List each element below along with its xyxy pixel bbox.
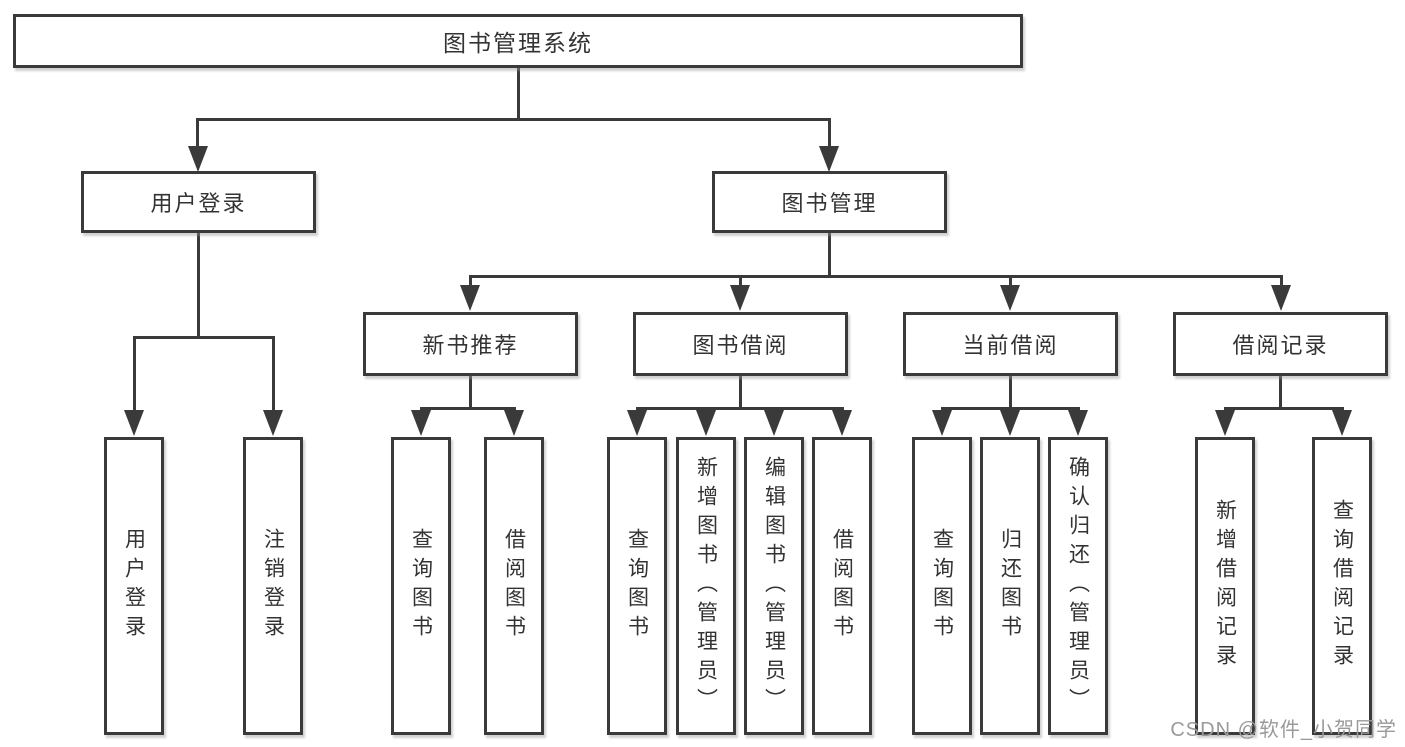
- arrowhead-down-icon: [1271, 285, 1291, 311]
- connector-borrow-records-stem: [1279, 376, 1282, 409]
- node-borrow-records: 借阅记录: [1173, 312, 1388, 376]
- arrowhead-down-icon: [411, 410, 431, 436]
- leaf-logout-login-label: 注销登录: [261, 528, 285, 644]
- arrowhead-down-icon: [124, 410, 144, 436]
- connector-new-book-stem: [469, 376, 472, 409]
- connector-drop-current-borrow: [1009, 275, 1012, 287]
- leaf-return-books: 归还图书: [980, 437, 1040, 735]
- leaf-logout-login: 注销登录: [243, 437, 303, 735]
- leaf-user-login-label: 用户登录: [122, 528, 146, 644]
- leaf-edit-book-admin-label: 编辑图书（管理员）: [762, 455, 786, 717]
- node-book-management-label: 图书管理: [781, 191, 878, 216]
- connector-drop-new-book: [469, 275, 472, 287]
- node-borrow-records-label: 借阅记录: [1232, 333, 1329, 358]
- leaf-add-book-admin-label: 新增图书（管理员）: [694, 455, 718, 717]
- arrowhead-down-icon: [1000, 285, 1020, 311]
- connector-new-book-branch: [420, 407, 516, 410]
- leaf-query-books: 查询图书: [391, 437, 451, 735]
- leaf-query-borrow-record-label: 查询借阅记录: [1330, 499, 1354, 673]
- leaf-user-login: 用户登录: [104, 437, 164, 735]
- csdn-watermark: CSDN @软件_小贺同学: [1170, 719, 1397, 741]
- arrowhead-down-icon: [832, 410, 852, 436]
- leaf-add-borrow-record: 新增借阅记录: [1195, 437, 1255, 735]
- arrowhead-down-icon: [764, 410, 784, 436]
- connector-drop-leaf-user-login: [133, 336, 136, 412]
- node-book-borrow: 图书借阅: [633, 312, 848, 376]
- arrowhead-down-icon: [696, 410, 716, 436]
- node-root-system: 图书管理系统: [13, 14, 1023, 68]
- connector-current-borrow-branch: [941, 407, 1080, 410]
- node-new-book-recommend: 新书推荐: [363, 312, 578, 376]
- node-user-login: 用户登录: [81, 171, 316, 233]
- node-new-book-recommend-label: 新书推荐: [422, 333, 519, 358]
- arrowhead-down-icon: [819, 146, 839, 172]
- arrowhead-down-icon: [460, 285, 480, 311]
- leaf-query-borrow-record: 查询借阅记录: [1312, 437, 1372, 735]
- node-book-management: 图书管理: [712, 171, 947, 233]
- connector-drop-book-borrow: [739, 275, 742, 287]
- leaf-borrow-books-label: 借阅图书: [502, 528, 526, 644]
- connector-drop-user-login: [196, 118, 199, 148]
- node-current-borrow-label: 当前借阅: [962, 333, 1059, 358]
- leaf-borrow-books-label: 借阅图书: [830, 528, 854, 644]
- node-current-borrow: 当前借阅: [903, 312, 1118, 376]
- connector-book-borrow-branch: [636, 407, 844, 410]
- node-book-borrow-label: 图书借阅: [692, 333, 789, 358]
- node-user-login-label: 用户登录: [150, 191, 247, 216]
- leaf-query-books-label: 查询图书: [409, 528, 433, 644]
- connector-borrow-records-branch: [1224, 407, 1344, 410]
- arrowhead-down-icon: [932, 410, 952, 436]
- arrowhead-down-icon: [1068, 410, 1088, 436]
- connector-drop-leaf-logout: [272, 336, 275, 412]
- connector-user-login-branch: [133, 336, 275, 339]
- leaf-borrow-books: 借阅图书: [812, 437, 872, 735]
- arrowhead-down-icon: [1000, 410, 1020, 436]
- connector-drop-book-management: [828, 118, 831, 148]
- leaf-edit-book-admin: 编辑图书（管理员）: [744, 437, 804, 735]
- connector-root-stem: [517, 68, 520, 120]
- connector-user-login-stem: [197, 233, 200, 338]
- connector-book-management-branch: [470, 275, 1282, 278]
- leaf-borrow-books: 借阅图书: [484, 437, 544, 735]
- leaf-confirm-return-admin: 确认归还（管理员）: [1048, 437, 1108, 735]
- leaf-query-books-label: 查询图书: [930, 528, 954, 644]
- leaf-query-books: 查询图书: [912, 437, 972, 735]
- leaf-add-book-admin: 新增图书（管理员）: [676, 437, 736, 735]
- arrowhead-down-icon: [188, 146, 208, 172]
- connector-drop-borrow-records: [1280, 275, 1283, 287]
- arrowhead-down-icon: [627, 410, 647, 436]
- connector-current-borrow-stem: [1009, 376, 1012, 409]
- arrowhead-down-icon: [730, 285, 750, 311]
- leaf-return-books-label: 归还图书: [998, 528, 1022, 644]
- arrowhead-down-icon: [504, 410, 524, 436]
- node-root-label: 图书管理系统: [443, 30, 593, 56]
- arrowhead-down-icon: [263, 410, 283, 436]
- leaf-add-borrow-record-label: 新增借阅记录: [1213, 499, 1237, 673]
- connector-root-branch: [197, 118, 831, 121]
- arrowhead-down-icon: [1332, 410, 1352, 436]
- leaf-query-books-label: 查询图书: [625, 528, 649, 644]
- leaf-confirm-return-admin-label: 确认归还（管理员）: [1066, 455, 1090, 717]
- leaf-query-books: 查询图书: [607, 437, 667, 735]
- connector-book-borrow-stem: [739, 376, 742, 409]
- arrowhead-down-icon: [1215, 410, 1235, 436]
- connector-book-management-stem: [828, 233, 831, 277]
